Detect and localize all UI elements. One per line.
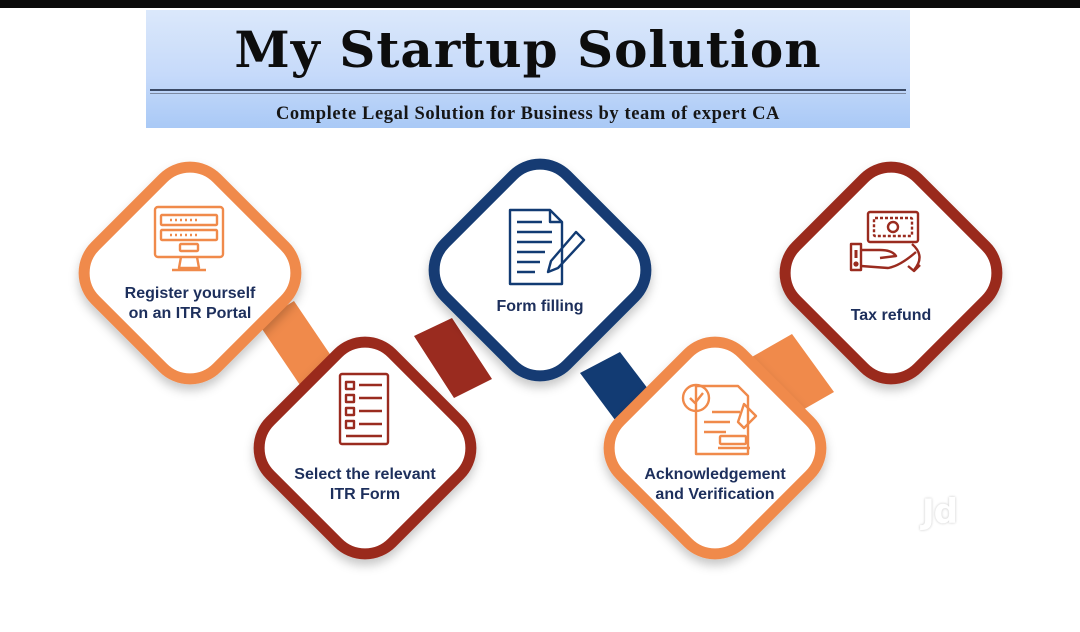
step-label-select: Select the relevant ITR Form	[270, 465, 460, 505]
money-hand-icon	[849, 210, 921, 273]
step-refund	[779, 161, 1003, 385]
connector-ack-refund	[750, 334, 834, 416]
step-label-refund-line1: Tax refund	[850, 307, 932, 324]
top-bar	[0, 0, 1080, 8]
step-label-select-line1: Select the relevant	[294, 466, 436, 483]
document-pen-icon	[508, 208, 586, 286]
connector-select-form	[414, 318, 492, 398]
step-label-ack-line2: and Verification	[655, 486, 775, 503]
step-label-ack: Acknowledgement and Verification	[620, 465, 810, 505]
banner-divider-thin	[150, 93, 906, 94]
banner: My Startup Solution Complete Legal Solut…	[146, 10, 910, 128]
step-label-register: Register yourself on an ITR Portal	[100, 284, 280, 324]
step-select	[253, 336, 477, 560]
banner-title: My Startup Solution	[234, 20, 822, 79]
step-label-register-line2: on an ITR Portal	[128, 305, 252, 322]
banner-subtitle: Complete Legal Solution for Business by …	[275, 104, 781, 124]
step-label-select-line2: ITR Form	[329, 486, 401, 503]
step-label-refund: Tax refund	[801, 306, 981, 326]
watermark-logo: Jd	[922, 492, 958, 532]
form-list-icon	[338, 372, 390, 446]
banner-divider	[150, 89, 906, 91]
step-ack	[603, 336, 827, 560]
step-register	[78, 161, 302, 385]
step-label-form-line1: Form filling	[496, 298, 584, 315]
step-form	[428, 158, 652, 382]
computer-login-icon	[153, 205, 225, 272]
verified-stamp-icon	[681, 383, 758, 456]
step-label-form: Form filling	[450, 297, 630, 317]
step-label-register-line1: Register yourself	[124, 285, 256, 302]
step-label-ack-line1: Acknowledgement	[644, 466, 786, 483]
